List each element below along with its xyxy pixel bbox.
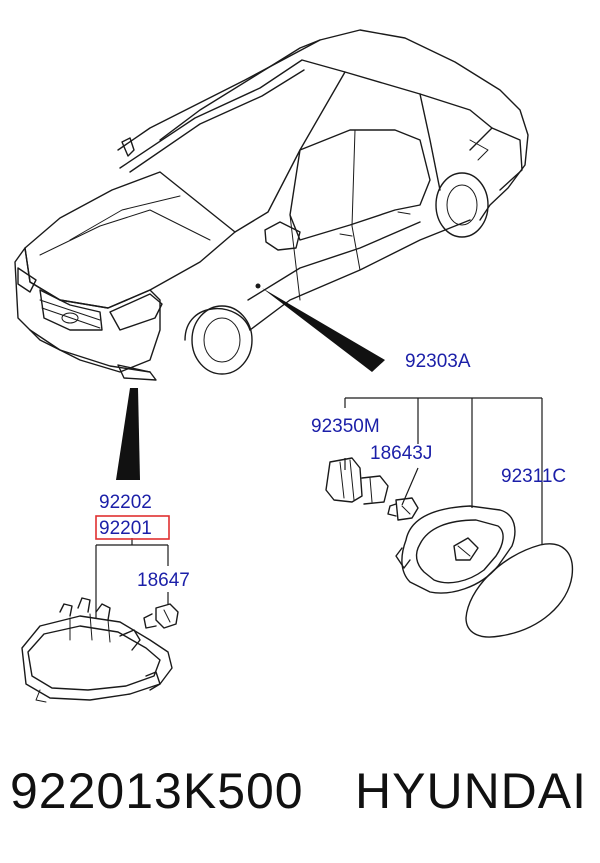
highlight-box [95, 515, 170, 540]
side-repeater-housing-part [395, 505, 516, 594]
callout-92303A: 92303A [405, 351, 471, 372]
callout-92350M: 92350M [311, 416, 380, 437]
side-repeater-group [325, 397, 574, 638]
part-number: 922013K500 [10, 763, 304, 819]
bulb-fog-part [143, 603, 179, 629]
callout-18647: 18647 [137, 570, 190, 591]
car-illustration [14, 29, 529, 381]
socket-part [325, 457, 389, 505]
pointer-side-repeater [262, 288, 385, 372]
callout-92311C: 92311C [501, 466, 566, 487]
pointer-fog-lamp [116, 388, 140, 480]
fog-lamp-group [21, 538, 179, 703]
callout-18643J: 18643J [370, 443, 432, 464]
footer: 922013K500 HYUNDAI [0, 752, 600, 842]
fog-lamp-housing-part [21, 597, 173, 703]
callout-92201: 92201 [99, 518, 152, 539]
bulb-side-part [387, 497, 419, 521]
lens-cover-part [465, 543, 574, 638]
callout-92202: 92202 [99, 492, 152, 513]
brand-name: HYUNDAI [355, 763, 588, 819]
